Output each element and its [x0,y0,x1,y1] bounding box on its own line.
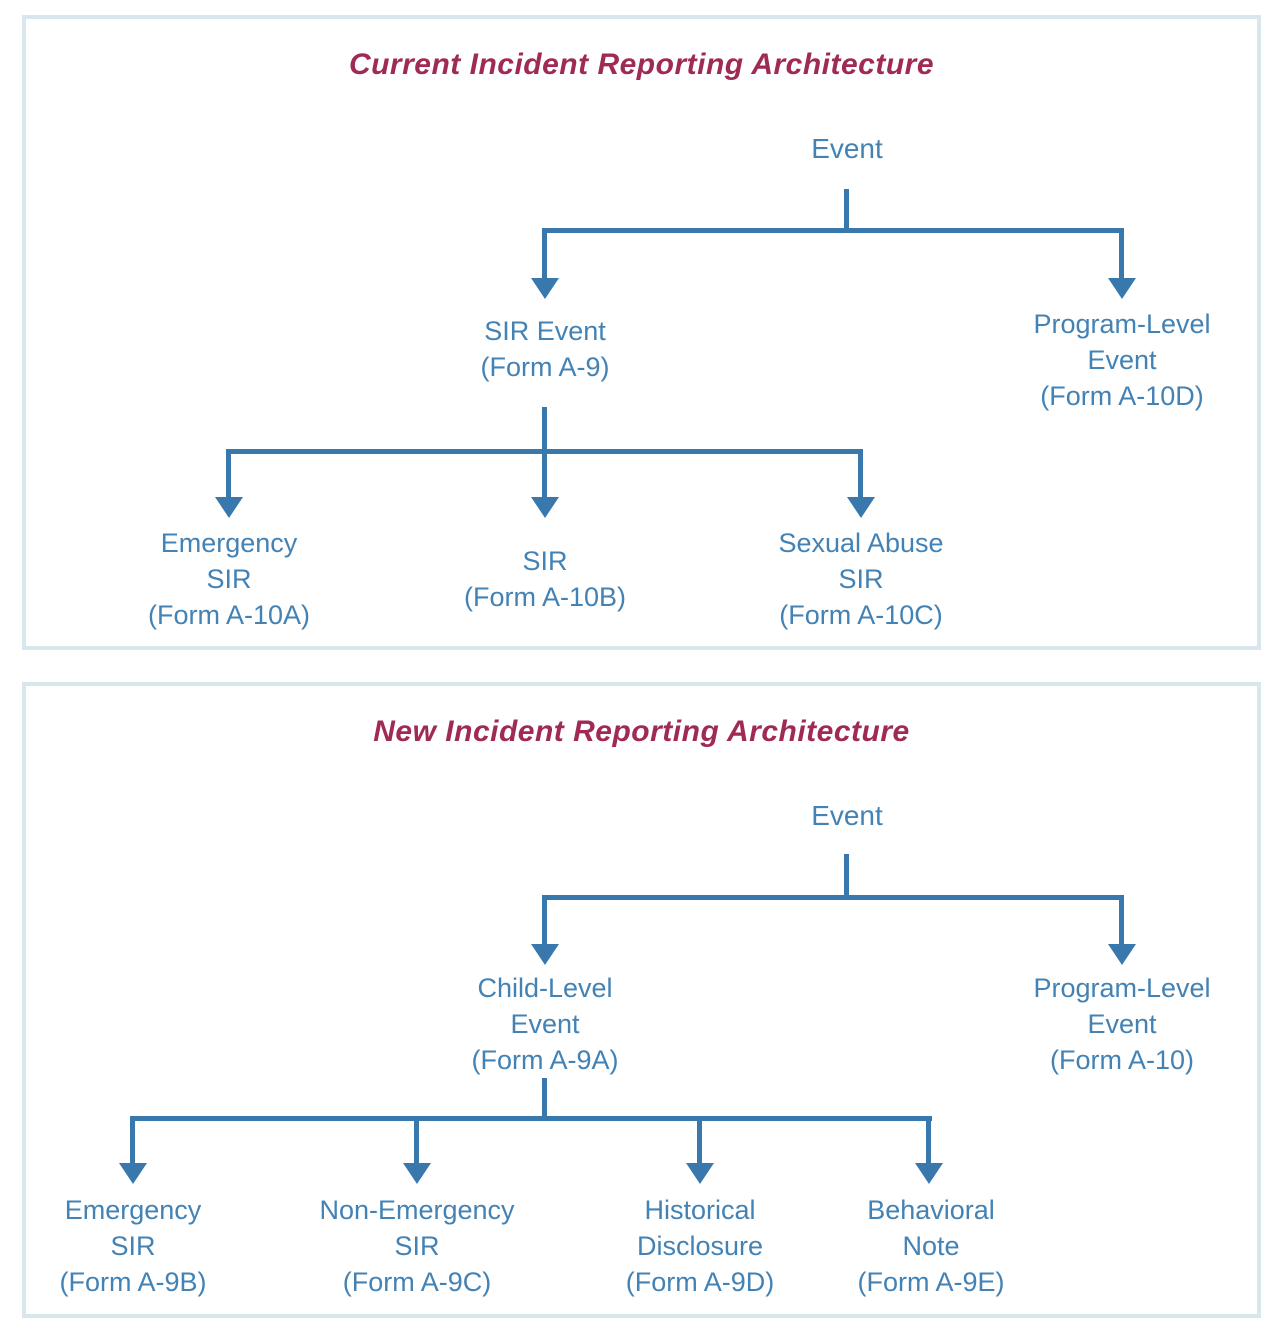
current-node-sir-event: SIR Event (Form A-9) [480,316,610,382]
new-child-stem-line [542,1078,547,1121]
current-sir-event-arrow-icon [531,278,559,299]
new-non-emergency-drop-line [414,1116,419,1166]
current-node-sir: SIR (Form A-10B) [463,546,627,612]
new-node-historical-disclosure: Historical Disclosure (Form A-9D) [625,1195,775,1297]
new-historical-drop-line [697,1116,702,1166]
current-program-arrow-icon [1108,278,1136,299]
new-child-arrow-icon [531,944,559,965]
new-event-stem-line [844,854,849,897]
new-architecture-title: New Incident Reporting Architecture [373,715,910,748]
current-emergency-drop-line [226,449,231,500]
current-sir-event-drop-line [542,228,547,280]
new-emergency-arrow-icon [119,1163,147,1184]
current-top-branch-line [542,228,1124,233]
new-historical-arrow-icon [686,1163,714,1184]
new-program-arrow-icon [1108,944,1136,965]
current-architecture-title: Current Incident Reporting Architecture [348,48,935,81]
new-node-program-level-event: Program-Level Event (Form A-10) [1033,973,1211,1075]
current-node-emergency-sir: Emergency SIR (Form A-10A) [147,528,311,630]
new-non-emergency-arrow-icon [403,1163,431,1184]
current-node-event: Event [811,133,883,164]
current-program-drop-line [1119,228,1124,280]
new-node-non-emergency-sir: Non-Emergency SIR (Form A-9C) [319,1195,515,1297]
new-behavioral-arrow-icon [915,1163,943,1184]
new-child-drop-line [542,895,547,946]
current-bottom-branch-line [226,449,863,454]
new-bottom-branch-line [130,1116,932,1121]
current-node-sexual-abuse-sir: Sexual Abuse SIR (Form A-10C) [778,528,944,630]
new-node-event: Event [811,800,883,831]
new-node-child-level-event: Child-Level Event (Form A-9A) [471,973,619,1075]
new-behavioral-drop-line [926,1116,931,1166]
new-top-branch-line [542,895,1124,900]
current-sexual-abuse-arrow-icon [847,497,875,518]
new-node-emergency-sir: Emergency SIR (Form A-9B) [59,1195,207,1297]
current-sexual-abuse-drop-line [858,449,863,500]
current-sir-arrow-icon [531,497,559,518]
current-emergency-arrow-icon [215,497,243,518]
current-event-stem-line [844,189,849,232]
new-program-drop-line [1119,895,1124,946]
current-node-program-level-event: Program-Level Event (Form A-10D) [1033,309,1211,411]
new-architecture-panel [22,682,1261,1318]
new-emergency-drop-line [130,1116,135,1166]
new-node-behavioral-note: Behavioral Note (Form A-9E) [857,1195,1005,1297]
current-architecture-panel [22,15,1261,650]
